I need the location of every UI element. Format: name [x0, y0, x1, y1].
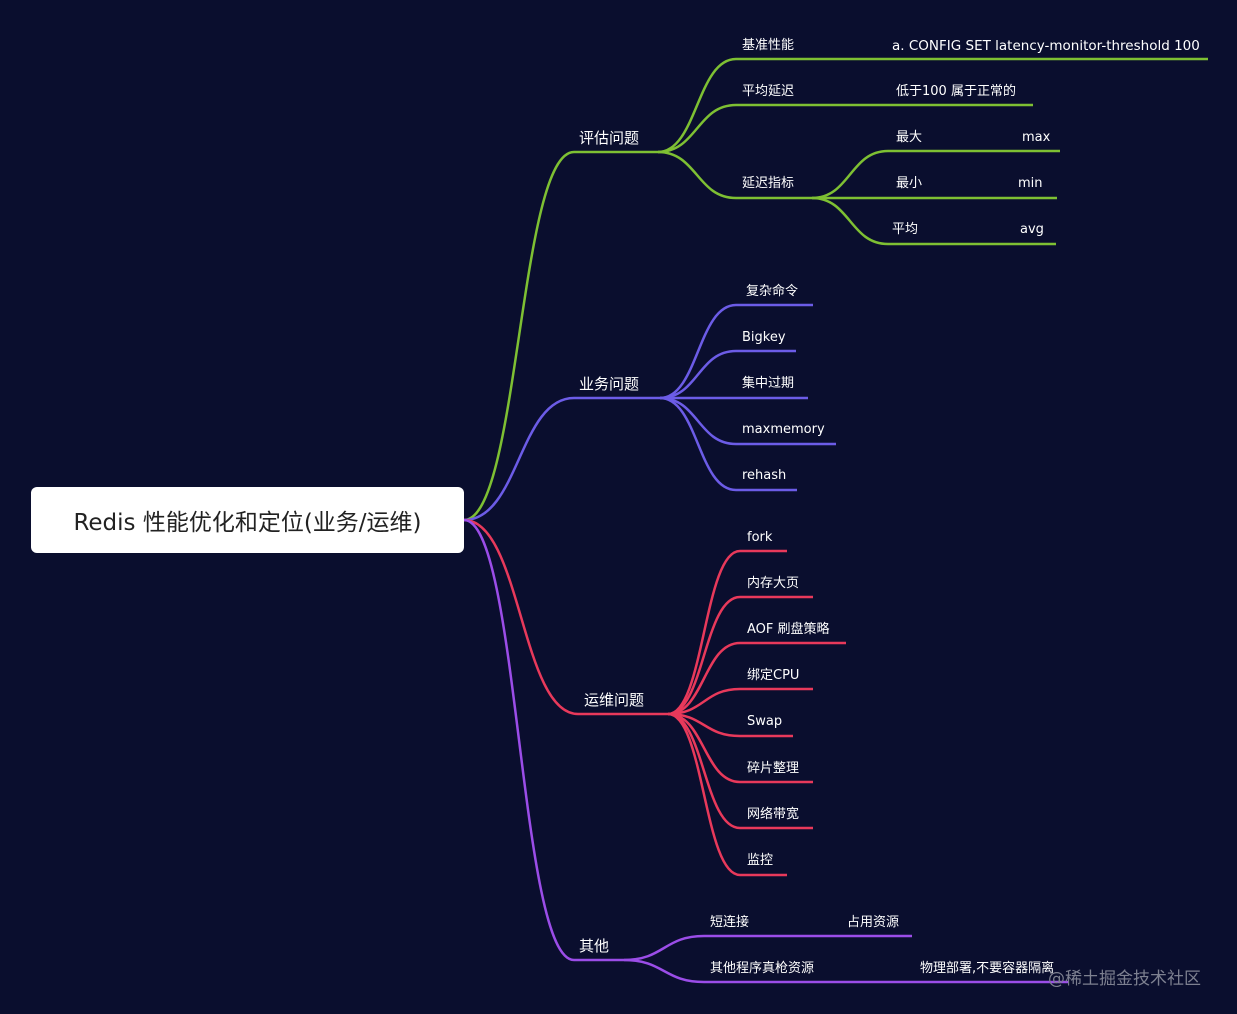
connector-other-shortconn [623, 934, 705, 962]
node-avg-label[interactable]: 平均 [892, 222, 919, 237]
biz-item-expire[interactable]: 集中过期 [742, 376, 795, 391]
connector-root-other [463, 518, 575, 962]
connector-biz-4 [659, 396, 737, 492]
connector-biz-1 [659, 349, 737, 400]
connector-eval-baseline [657, 57, 737, 154]
ops-item-fork[interactable]: fork [747, 530, 773, 545]
branch-other-label[interactable]: 其他 [579, 937, 610, 955]
connector-ops-7 [667, 712, 741, 877]
node-latency-metrics-label[interactable]: 延迟指标 [742, 176, 795, 191]
connector-root-eval [463, 150, 575, 522]
connector-biz-0 [659, 303, 737, 400]
branch-biz-label[interactable]: 业务问题 [579, 375, 640, 393]
connector-metrics-avg [811, 196, 889, 246]
node-resource-label[interactable]: 其他程序真枪资源 [710, 961, 815, 976]
node-short-conn-value[interactable]: 占用资源 [847, 915, 900, 930]
connector-eval-avglat [657, 103, 737, 154]
connector-ops-6 [667, 712, 741, 830]
ops-item-hugepage[interactable]: 内存大页 [747, 576, 800, 591]
connector-biz-3 [659, 396, 737, 446]
connector-ops-3 [667, 687, 741, 716]
connector-other-resource [623, 958, 705, 984]
node-resource-value[interactable]: 物理部署,不要容器隔离 [920, 961, 1055, 976]
biz-item-complex-cmd[interactable]: 复杂命令 [746, 284, 799, 299]
connector-eval-metrics [657, 150, 737, 200]
biz-item-maxmemory[interactable]: maxmemory [742, 422, 825, 437]
biz-item-bigkey[interactable]: Bigkey [742, 330, 786, 345]
root-node[interactable]: Redis 性能优化和定位(业务/运维) [31, 487, 464, 553]
node-max-value[interactable]: max [1022, 130, 1051, 145]
node-min-value[interactable]: min [1018, 176, 1043, 191]
connector-root-biz [463, 396, 575, 522]
ops-item-cpu-bind[interactable]: 绑定CPU [747, 668, 800, 683]
node-avg-latency-label[interactable]: 平均延迟 [742, 84, 795, 99]
branch-ops-label[interactable]: 运维问题 [584, 691, 645, 709]
ops-item-aof[interactable]: AOF 刷盘策略 [747, 622, 830, 637]
watermark: @稀土掘金技术社区 [1048, 969, 1201, 989]
node-max-label[interactable]: 最大 [896, 130, 923, 145]
biz-item-rehash[interactable]: rehash [742, 468, 787, 483]
connector-ops-2 [667, 641, 741, 716]
node-avg-value[interactable]: avg [1020, 222, 1044, 237]
connector-ops-1 [667, 595, 741, 716]
connector-metrics-max [811, 149, 889, 200]
root-node-label: Redis 性能优化和定位(业务/运维) [73, 510, 422, 536]
ops-item-monitor[interactable]: 监控 [747, 853, 774, 868]
branch-eval-label[interactable]: 评估问题 [579, 129, 640, 147]
node-baseline-label[interactable]: 基准性能 [742, 38, 795, 53]
node-short-conn-label[interactable]: 短连接 [710, 915, 750, 930]
ops-item-defrag[interactable]: 碎片整理 [747, 761, 800, 776]
node-baseline-value[interactable]: a. CONFIG SET latency-monitor-threshold … [892, 38, 1200, 54]
connector-root-ops [463, 518, 579, 716]
connector-ops-0 [667, 549, 741, 716]
node-avg-latency-value[interactable]: 低于100 属于正常的 [896, 84, 1016, 99]
node-min-label[interactable]: 最小 [896, 176, 923, 191]
ops-item-swap[interactable]: Swap [747, 714, 783, 729]
ops-item-network[interactable]: 网络带宽 [747, 807, 800, 822]
